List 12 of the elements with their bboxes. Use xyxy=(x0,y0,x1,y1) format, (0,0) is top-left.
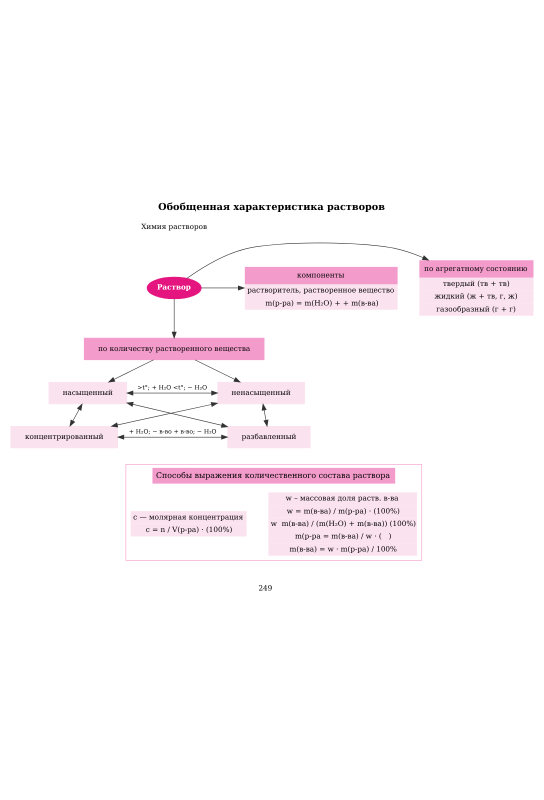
arrow xyxy=(110,402,218,428)
arrow xyxy=(262,403,268,428)
arrow xyxy=(126,402,228,428)
arrow xyxy=(116,434,228,440)
arrow xyxy=(201,285,246,291)
arrow xyxy=(186,242,430,279)
arrow xyxy=(108,360,154,383)
arrow xyxy=(172,298,177,339)
arrow xyxy=(126,390,219,396)
diagram-title: Обобщенная характеристика растворов xyxy=(158,202,385,213)
arrow xyxy=(194,360,241,383)
arrow xyxy=(69,403,83,428)
